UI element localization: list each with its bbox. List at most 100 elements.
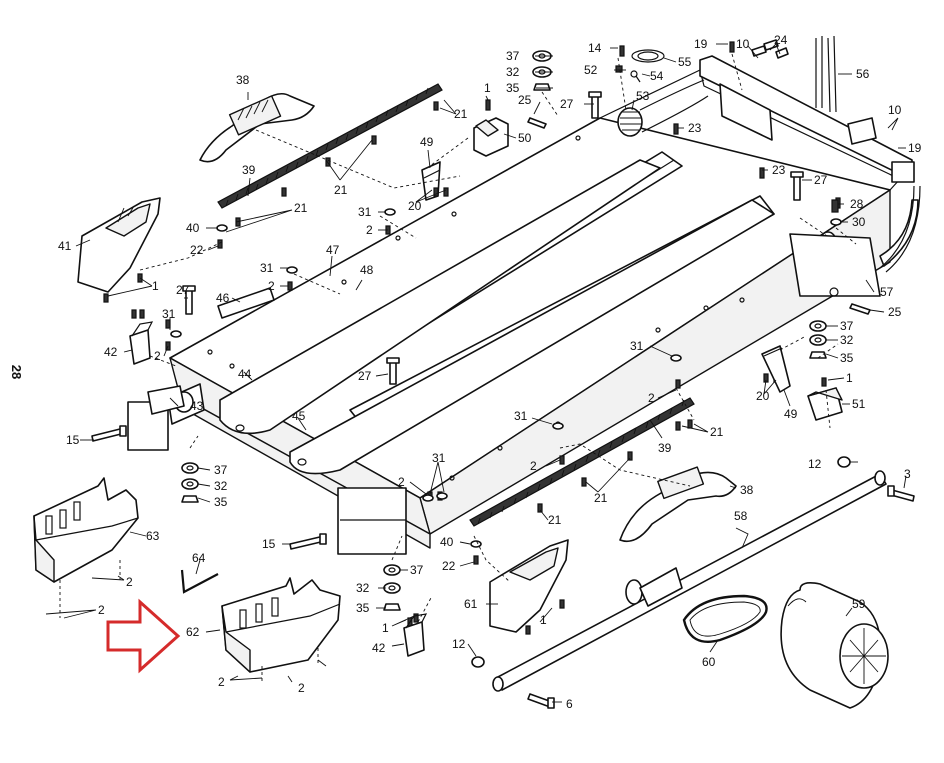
callout-22: 22 [442, 559, 456, 573]
washers-31 [170, 208, 682, 548]
callout-23: 23 [772, 163, 786, 177]
callout-1: 1 [846, 371, 853, 385]
assembly-lines [59, 53, 857, 684]
callout-41: 41 [58, 239, 72, 253]
callout-2: 2 [268, 279, 275, 293]
callout-24: 24 [774, 33, 788, 47]
rear-endcap-bracket [147, 385, 185, 415]
drive-belt [682, 594, 768, 643]
washer-stack-left [181, 462, 199, 503]
callout-46: 46 [216, 291, 230, 305]
washer-stack-top [532, 50, 552, 91]
callout-6: 6 [566, 697, 573, 711]
right-upright-base [489, 539, 569, 633]
handrail-upper-left [199, 92, 315, 163]
callout-27: 27 [176, 283, 190, 297]
callout-2: 2 [98, 603, 105, 617]
frame-assembly [169, 69, 911, 549]
rear-roller [337, 231, 837, 555]
callout-63: 63 [146, 529, 160, 543]
nut-12 [471, 456, 851, 668]
callout-12: 12 [808, 457, 822, 471]
callout-21: 21 [594, 491, 608, 505]
callout-31: 31 [432, 451, 446, 465]
bolts-24 [751, 39, 789, 59]
right-side-rail [289, 199, 775, 475]
callout-12: 12 [452, 637, 466, 651]
callout-23: 23 [688, 121, 702, 135]
callout-44: 44 [238, 367, 252, 381]
callout-30: 30 [852, 215, 866, 229]
callout-21: 21 [334, 183, 348, 197]
cushion-block [473, 117, 509, 157]
right-frame-rail [789, 199, 919, 297]
callout-35: 35 [840, 351, 854, 365]
callout-64: 64 [192, 551, 206, 565]
callout-38: 38 [740, 483, 754, 497]
callout-1: 1 [540, 613, 547, 627]
callout-53: 53 [636, 89, 650, 103]
callout-55: 55 [678, 55, 692, 69]
callout-40: 40 [440, 535, 454, 549]
callout-2: 2 [366, 223, 373, 237]
callout-14: 14 [588, 41, 602, 55]
callout-25: 25 [518, 93, 532, 107]
callout-labels: 37 32 35 14 55 52 54 19 10 24 56 38 1 21… [58, 33, 922, 711]
callout-2: 2 [648, 391, 655, 405]
callout-2: 2 [126, 575, 133, 589]
drive-motor [780, 582, 889, 709]
callout-42: 42 [104, 345, 118, 359]
sensor-19 [847, 117, 877, 145]
callout-21: 21 [294, 201, 308, 215]
callout-37: 37 [506, 49, 520, 63]
callout-2: 2 [530, 459, 537, 473]
callout-31: 31 [162, 307, 176, 321]
callout-27: 27 [814, 173, 828, 187]
callout-38: 38 [236, 73, 250, 87]
left-side-rail [219, 159, 661, 435]
callout-42: 42 [372, 641, 386, 655]
toothed-rack-upper [217, 83, 443, 209]
washer-stack-right [809, 320, 827, 359]
callout-52: 52 [584, 63, 598, 77]
callout-35: 35 [506, 81, 520, 95]
wire-harness [879, 185, 921, 273]
callout-49: 49 [784, 407, 798, 421]
callout-37: 37 [840, 319, 854, 333]
handrail-lower-right [619, 466, 737, 543]
drive-shaft [492, 470, 887, 692]
callout-58: 58 [734, 509, 748, 523]
callout-2: 2 [218, 675, 225, 689]
cushion-block-51 [807, 387, 843, 421]
callout-48: 48 [360, 263, 374, 277]
cable-55 [631, 49, 665, 63]
callout-25: 25 [888, 305, 902, 319]
callout-31: 31 [358, 205, 372, 219]
washer-stack-bottom [383, 564, 401, 611]
bolt-15 [91, 425, 327, 550]
hex-key [180, 569, 219, 594]
callout-15: 15 [66, 433, 80, 447]
callout-2: 2 [154, 349, 161, 363]
callout-57: 57 [880, 285, 894, 299]
callout-32: 32 [506, 65, 520, 79]
left-upright-base [77, 197, 161, 293]
callout-19: 19 [908, 141, 922, 155]
callout-51: 51 [852, 397, 866, 411]
callout-21: 21 [548, 513, 562, 527]
callout-37: 37 [410, 563, 424, 577]
callout-27: 27 [560, 97, 574, 111]
bolt-27 [182, 91, 804, 385]
callout-43: 43 [190, 399, 204, 413]
callout-21: 21 [710, 425, 724, 439]
callout-19: 19 [694, 37, 708, 51]
warning-decal [217, 287, 275, 319]
callout-32: 32 [840, 333, 854, 347]
callout-35: 35 [214, 495, 228, 509]
upright-bracket-right [403, 613, 428, 657]
callout-20: 20 [756, 389, 770, 403]
callout-31: 31 [260, 261, 274, 275]
callout-37: 37 [214, 463, 228, 477]
callout-2: 2 [398, 475, 405, 489]
